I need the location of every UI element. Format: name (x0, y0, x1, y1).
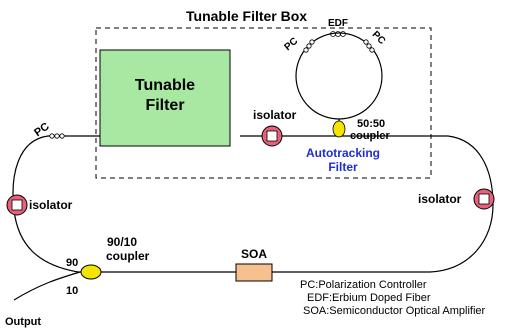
isolator-top-glyph (266, 130, 278, 142)
fiber-output-branch (13, 271, 81, 301)
coupler-5050 (332, 120, 346, 138)
coupler-9010-word: coupler (106, 249, 150, 263)
tunable-filter-label-1: Tunable (135, 77, 195, 94)
coupler-5050-ratio: 50:50 (357, 118, 385, 130)
legend-line-pc: PC:Polarization Controller (300, 279, 427, 291)
pc-left-loop-icon (49, 133, 65, 139)
pc-ring-left-icon (303, 39, 315, 53)
port-10-label: 10 (66, 285, 78, 297)
tunable-filter-label-2: Filter (145, 97, 184, 114)
legend-line-soa: SOA:Semiconductor Optical Amplifier (303, 305, 486, 317)
pc-ring-right-icon (363, 39, 375, 53)
filter-box-title: Tunable Filter Box (186, 8, 307, 24)
isolator-left-glyph (11, 199, 23, 211)
isolator-left-label: isolator (29, 198, 73, 212)
coupler-5050-word: coupler (350, 130, 390, 142)
soa-block (235, 263, 273, 282)
autotracking-label-1: Autotracking (306, 146, 380, 160)
edf-label: EDF (328, 18, 348, 29)
coupler-9010 (80, 264, 102, 280)
autotracking-label-2: Filter (328, 160, 358, 174)
soa-label: SOA (241, 247, 267, 261)
coupler-9010-ratio: 90/10 (107, 235, 137, 249)
isolator-right-glyph (478, 193, 490, 205)
isolator-top-label: isolator (253, 108, 297, 122)
pc-ring-right-label: PC (370, 29, 388, 47)
pc-ring-left-label: PC (283, 36, 301, 53)
tunable-filter-block (99, 49, 231, 147)
isolator-right-label: isolator (418, 192, 462, 206)
port-90-label: 90 (66, 257, 78, 269)
legend-line-edf: EDF:Erbium Doped Fiber (307, 292, 431, 304)
edf-ring-icon (330, 31, 346, 37)
tunable-filter-box-outline (95, 27, 432, 179)
output-label: Output (5, 316, 41, 328)
